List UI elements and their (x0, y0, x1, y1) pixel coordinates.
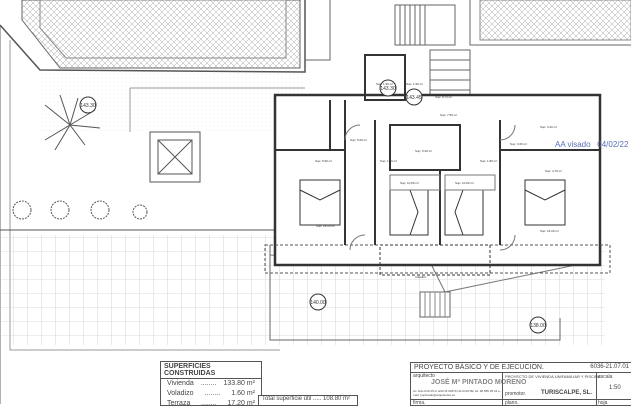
visado-watermark: AA visado 04/02/22 (555, 140, 629, 149)
bed (299, 179, 341, 226)
surfaces-title: SUPERFICIES CONSTRUIDAS (161, 362, 261, 379)
svg-text:Sup: 16.00 m²: Sup: 16.00 m² (540, 229, 559, 233)
surface-row: Voladizo........1.60 m² (167, 390, 255, 397)
garden (0, 94, 275, 231)
level-markers: 143.30 143.45 143.30 140.00 138.00 (79, 79, 547, 334)
title-block: PROYECTO BÁSICO Y DE EJECUCIÓN. 6036-21.… (410, 362, 631, 406)
building (264, 54, 611, 276)
svg-text:Sup: 4.70 m²: Sup: 4.70 m² (545, 169, 562, 173)
svg-text:Sup: 1.90 m²: Sup: 1.90 m² (376, 82, 393, 86)
svg-text:Sup: 5.60 m²: Sup: 5.60 m² (350, 138, 367, 142)
room-labels: Sup: 1.90 m² Sup: 1.90 m² Sup: 8.73 m² S… (315, 82, 562, 279)
total-surface: Total superficie útil ..... 108.80 m² (258, 395, 358, 406)
svg-text:143.30: 143.30 (380, 86, 396, 92)
surfaces-table: SUPERFICIES CONSTRUIDAS Vivienda........… (160, 361, 262, 407)
svg-text:Sup: 3.60 m²: Sup: 3.60 m² (510, 142, 527, 146)
svg-text:Sup: 1.80 m²: Sup: 1.80 m² (380, 159, 397, 163)
svg-text:Sup: 3.20 m²: Sup: 3.20 m² (540, 125, 557, 129)
bed (524, 179, 566, 226)
svg-text:Sup: 1.80 m²: Sup: 1.80 m² (480, 159, 497, 163)
svg-text:Sup: 8.73 m²: Sup: 8.73 m² (435, 95, 452, 99)
svg-text:140.00: 140.00 (310, 300, 326, 306)
svg-text:Sup: 10.80 m²: Sup: 10.80 m² (455, 181, 474, 185)
svg-text:Sup: 10.80 m²: Sup: 10.80 m² (400, 181, 419, 185)
stairs-top (394, 4, 471, 101)
svg-text:143.45: 143.45 (406, 95, 422, 101)
svg-text:138.00: 138.00 (530, 323, 546, 329)
svg-text:Sup: 1.90 m²: Sup: 1.90 m² (406, 82, 423, 86)
svg-text:Sup: 5.30 m²: Sup: 5.30 m² (415, 149, 432, 153)
svg-text:Sup: 7.50 m²: Sup: 7.50 m² (440, 113, 457, 117)
svg-text:Sup: 18.00 m²: Sup: 18.00 m² (316, 224, 335, 228)
svg-text:Voladizo: Voladizo (415, 275, 427, 279)
palm-plant (44, 94, 101, 151)
svg-text:143.30: 143.30 (80, 103, 96, 109)
surface-row: Terraza........17.20 m² (167, 400, 255, 407)
surface-row: Vivienda........133.80 m² (167, 380, 255, 387)
svg-text:Sup: 5.90 m²: Sup: 5.90 m² (315, 159, 332, 163)
